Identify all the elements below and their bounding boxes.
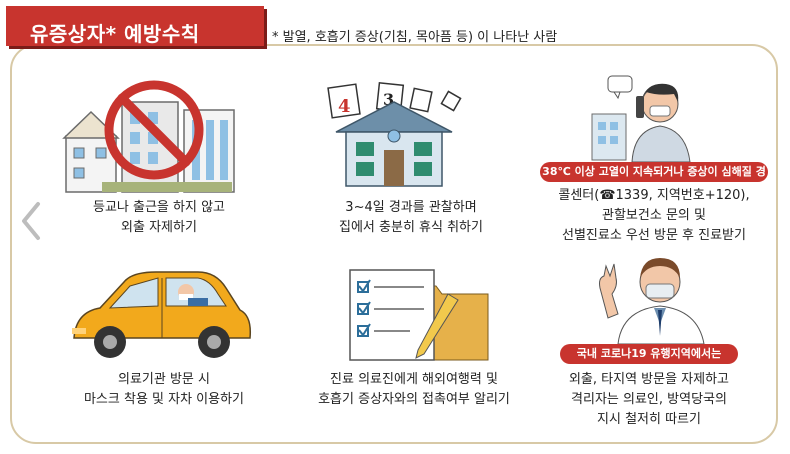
title-banner: 유증상자* 예방수칙 (6, 6, 264, 46)
checklist-illustration (349, 269, 489, 361)
card-inform-doctor-text: 진료 의료진에게 해외여행력 및 호흡기 증상자와의 접촉여부 알리기 (318, 372, 510, 407)
doctor-illustration (599, 258, 705, 345)
card-stay-home-text: 등교나 출근을 하지 않고 외출 자제하기 (93, 200, 225, 235)
badge-high-fever: 38℃ 이상 고열이 지속되거나 증상이 심해질 경우 (540, 162, 768, 198)
house-rest-illustration: 4 3 (327, 81, 462, 187)
svg-text:3: 3 (383, 90, 394, 109)
badge-outbreak-area: 국내 코로나19 유행지역에서는 (560, 344, 738, 364)
no-going-out-illustration (62, 80, 235, 193)
car-with-mask-illustration (72, 271, 252, 358)
svg-text:4: 4 (338, 96, 351, 117)
sick-person-calling-illustration (591, 75, 691, 163)
page-subtitle: * 발열, 호흡기 증상(기침, 목아픔 등) 이 나타난 사람 (272, 30, 558, 45)
chevron-left-icon (22, 202, 40, 240)
card-rest-text: 3~4일 경과를 관찰하며 집에서 충분히 휴식 취하기 (339, 200, 483, 235)
card-mask-car-text: 의료기관 방문 시 마스크 착용 및 자차 이용하기 (83, 372, 245, 407)
card-follow-authority-text: 외출, 타지역 방문을 자제하고 격리자는 의료인, 방역당국의 지시 철저히 … (568, 372, 730, 427)
carousel-prev-button[interactable] (12, 198, 52, 244)
card-call-center-text: 콜센터(☎1339, 지역번호+120), 관할보건소 문의 및 선별진료소 우… (558, 188, 750, 243)
page-title: 유증상자* 예방수칙 (30, 22, 200, 46)
